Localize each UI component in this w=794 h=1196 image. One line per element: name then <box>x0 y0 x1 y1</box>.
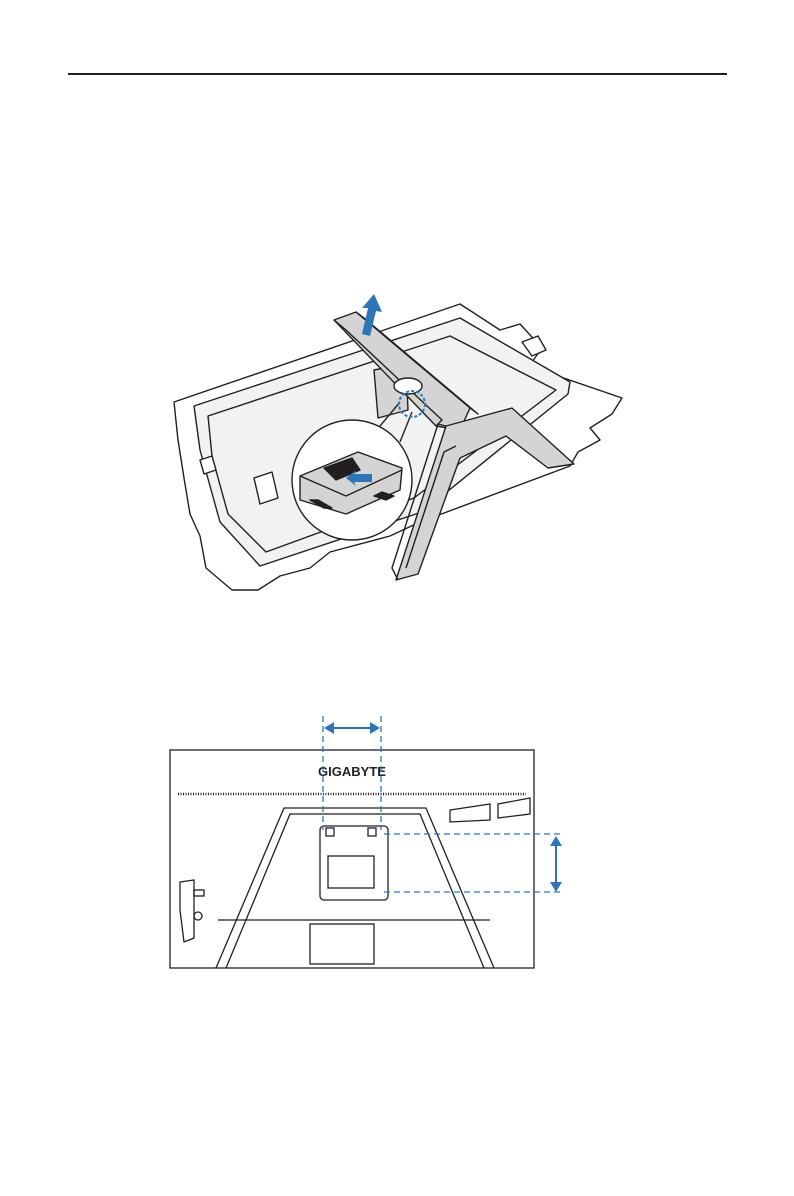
brand-logo: GIGABYTE <box>318 764 386 779</box>
vertical-dimension-arrow-icon <box>550 836 562 892</box>
horizontal-dimension-arrow-icon <box>324 722 380 734</box>
header-rule <box>68 73 727 75</box>
vesa-plate <box>320 826 388 900</box>
stand-removal-illustration <box>160 290 630 630</box>
vesa-mount-illustration: GIGABYTE <box>160 710 580 980</box>
